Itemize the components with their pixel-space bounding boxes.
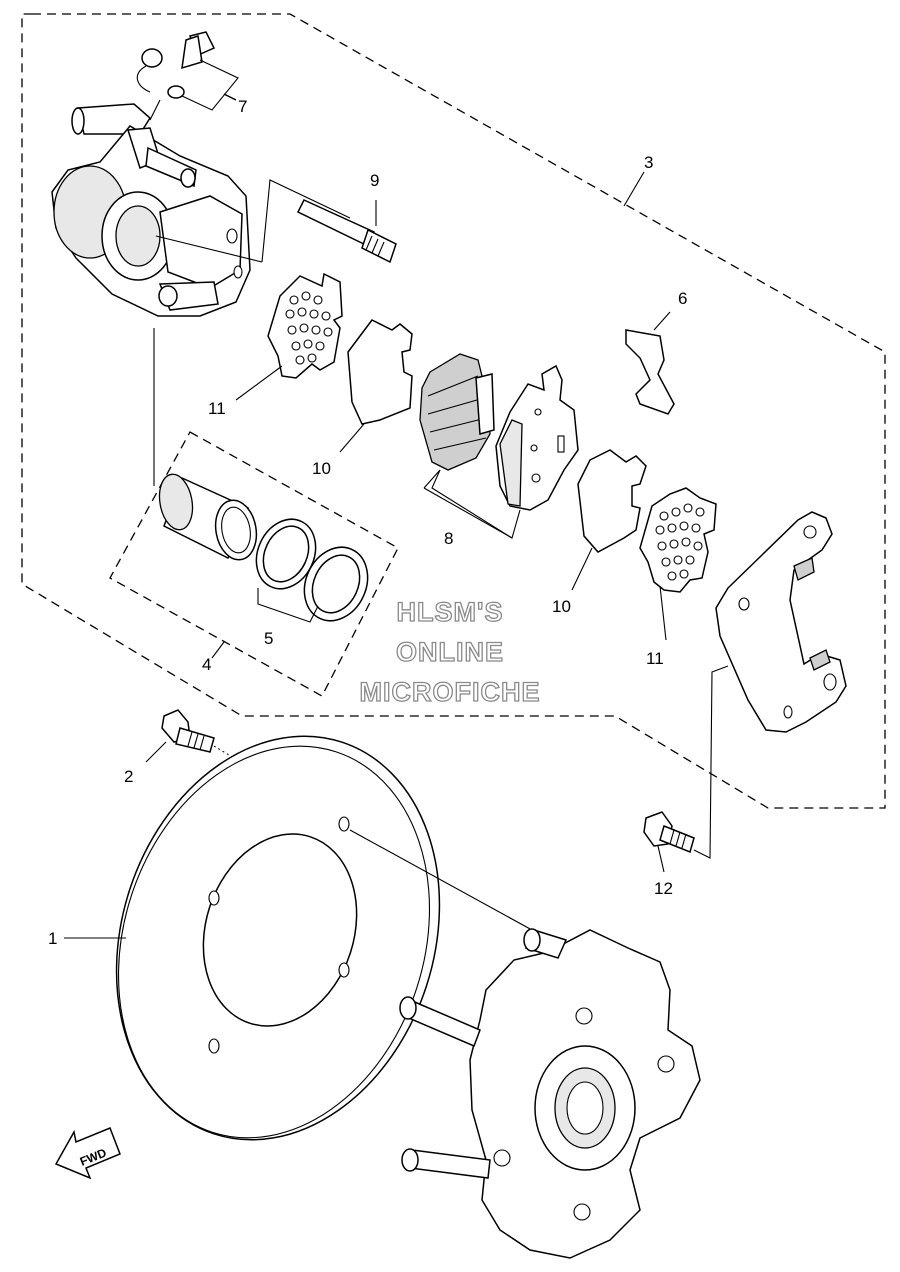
watermark-line-3: MICROFICHE xyxy=(360,677,541,707)
pad-shim-left xyxy=(339,319,413,453)
pad-pin xyxy=(296,199,397,264)
caliper-assembly-outline xyxy=(21,13,886,809)
wheel-hub xyxy=(349,829,701,1259)
callout-11-right: 11 xyxy=(646,649,664,668)
insulator-holes-right xyxy=(655,503,705,581)
watermark: HLSM'S ONLINE MICROFICHE xyxy=(359,596,541,707)
callout-10-right: 10 xyxy=(552,597,571,616)
leader-3 xyxy=(623,171,645,207)
callout-11-left: 11 xyxy=(208,399,226,418)
disc-bolt xyxy=(145,709,341,823)
pad-insulator-right xyxy=(639,487,717,641)
fwd-arrow-icon: FWD xyxy=(54,1127,121,1180)
callout-3: 3 xyxy=(644,153,653,172)
watermark-line-2: ONLINE xyxy=(396,637,504,667)
callout-6: 6 xyxy=(678,289,687,308)
piston-seals xyxy=(255,518,369,623)
insulator-holes-left xyxy=(285,291,333,365)
pad-spring xyxy=(625,311,675,415)
caliper-body xyxy=(51,103,351,317)
leader-4 xyxy=(211,641,225,659)
bracket-bolt xyxy=(643,665,729,873)
callout-4: 4 xyxy=(202,655,211,674)
callout-12: 12 xyxy=(654,879,673,898)
bleed-screw-set xyxy=(136,31,239,121)
pad-insulator-left xyxy=(235,272,343,401)
piston-kit-outline xyxy=(109,431,399,697)
brake-pad-inner xyxy=(419,353,495,471)
callout-5: 5 xyxy=(264,629,273,648)
callout-2: 2 xyxy=(124,767,133,786)
callout-1: 1 xyxy=(48,929,57,948)
caliper-bracket xyxy=(715,511,847,733)
pad-shim-right xyxy=(571,449,647,591)
callout-7: 7 xyxy=(238,97,247,116)
brake-disc xyxy=(64,735,441,1141)
callout-10-left: 10 xyxy=(312,459,331,478)
callout-8: 8 xyxy=(444,529,453,548)
callout-9: 9 xyxy=(370,171,379,190)
brake-pad-outer xyxy=(423,364,579,539)
caliper-piston xyxy=(153,328,258,561)
watermark-line-1: HLSM'S xyxy=(397,597,504,627)
